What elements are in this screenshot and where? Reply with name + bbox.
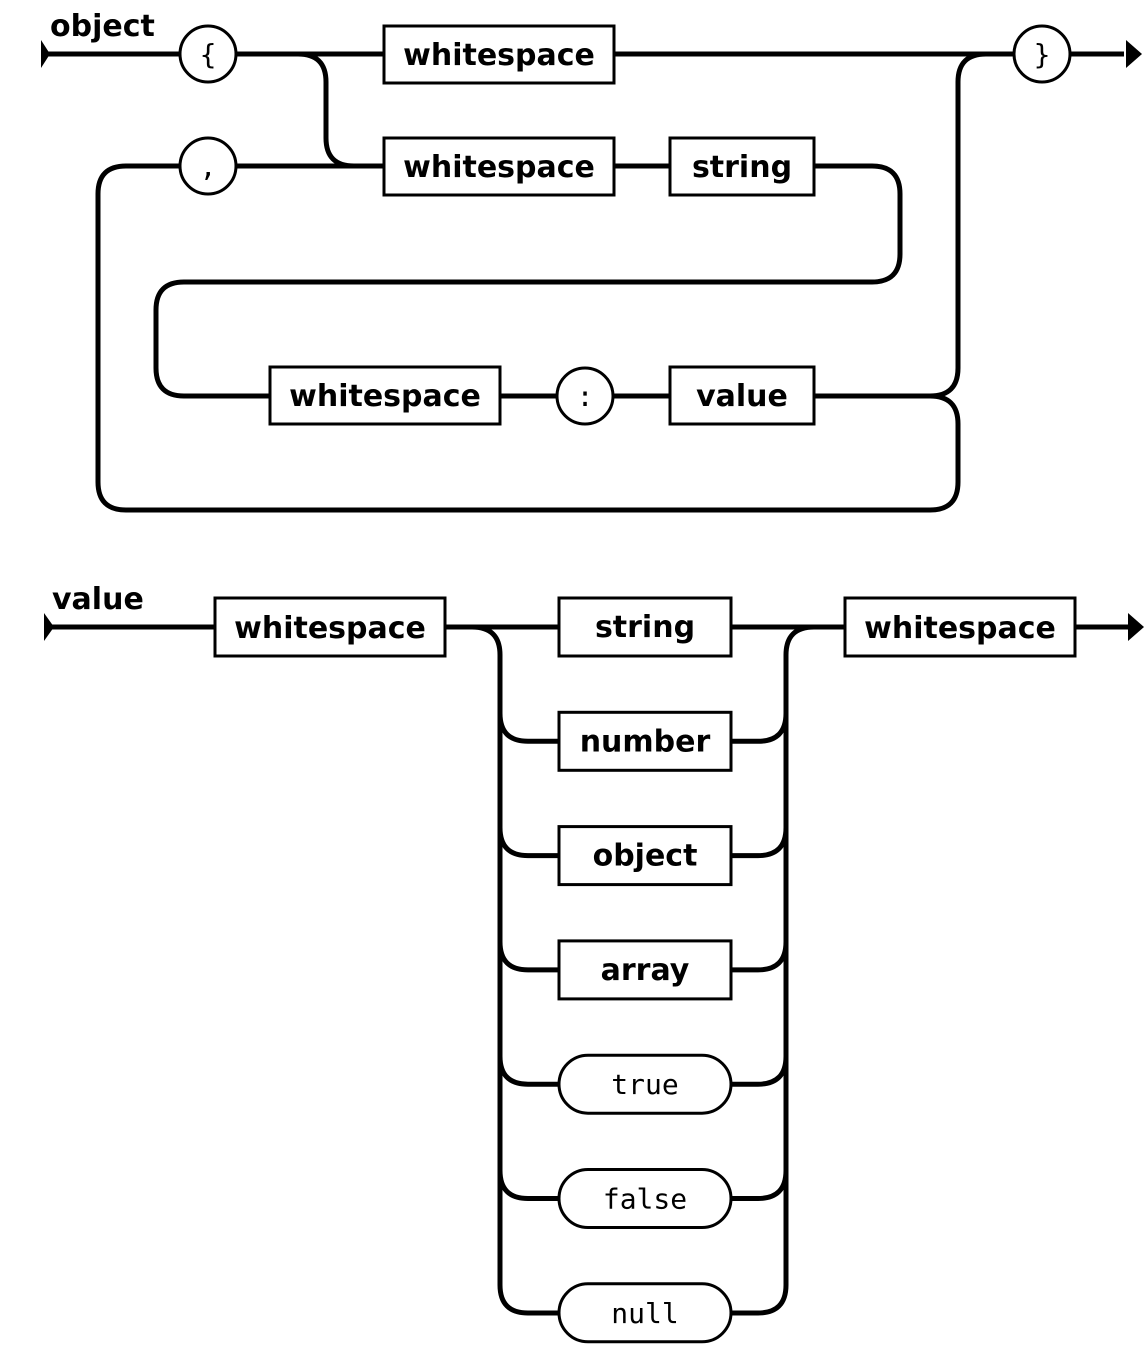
nonterminal-box [557, 596, 733, 658]
choice-label: false [603, 1183, 687, 1216]
close-brace-label: } [1034, 38, 1051, 71]
whitespace-label: whitespace [403, 38, 595, 73]
choice-array: array [557, 939, 733, 1001]
whitespace-box-top: whitespace [382, 24, 616, 85]
whitespace-box-member: whitespace [382, 136, 616, 197]
whitespace-label: whitespace [234, 611, 426, 646]
comma-label: , [200, 150, 217, 183]
colon-label: : [577, 380, 594, 413]
value-choices: string number object array true false null [557, 596, 733, 1344]
choice-label: number [580, 724, 711, 759]
open-brace-label: { [200, 38, 217, 71]
choice-false: false [557, 1168, 733, 1229]
nonterminal-box [557, 710, 733, 772]
choice-label: null [611, 1297, 678, 1330]
open-brace-terminal: { [178, 24, 238, 84]
comma-terminal: , [178, 136, 238, 196]
colon-terminal: : [555, 366, 615, 426]
string-box: string [668, 136, 816, 197]
value-exit-arrow [1128, 613, 1144, 641]
terminal-pill [557, 1282, 733, 1344]
object-rule-title: object [50, 9, 155, 44]
nonterminal-box [557, 825, 733, 887]
value-branch-lines [497, 713, 789, 1201]
whitespace-box-lead: whitespace [213, 596, 447, 658]
object-track [45, 51, 1124, 513]
whitespace-box-trail: whitespace [843, 596, 1077, 658]
choice-null: null [557, 1282, 733, 1344]
nonterminal-box [557, 939, 733, 1001]
choice-label: object [593, 839, 698, 874]
choice-label: string [595, 610, 695, 645]
value-rule-title: value [52, 582, 144, 617]
choice-string: string [557, 596, 733, 658]
string-label: string [692, 150, 792, 185]
whitespace-label: whitespace [289, 379, 481, 414]
choice-number: number [557, 710, 733, 772]
choice-object: object [557, 825, 733, 887]
value-rule: value whitespace whitespace string number… [44, 582, 1144, 1344]
terminal-pill [557, 1168, 733, 1229]
whitespace-label: whitespace [403, 150, 595, 185]
value-box: value [668, 365, 816, 426]
value-track-main [49, 624, 1128, 1316]
choice-label: true [611, 1068, 678, 1101]
whitespace-label: whitespace [864, 611, 1056, 646]
value-label: value [696, 379, 788, 414]
object-exit-arrow [1126, 40, 1142, 68]
whitespace-box-value: whitespace [268, 365, 502, 426]
choice-true: true [557, 1053, 733, 1115]
object-rule: object { } , : whitespace [41, 9, 1142, 513]
terminal-pill [557, 1053, 733, 1115]
choice-label: array [601, 953, 690, 988]
close-brace-terminal: } [1012, 24, 1072, 84]
